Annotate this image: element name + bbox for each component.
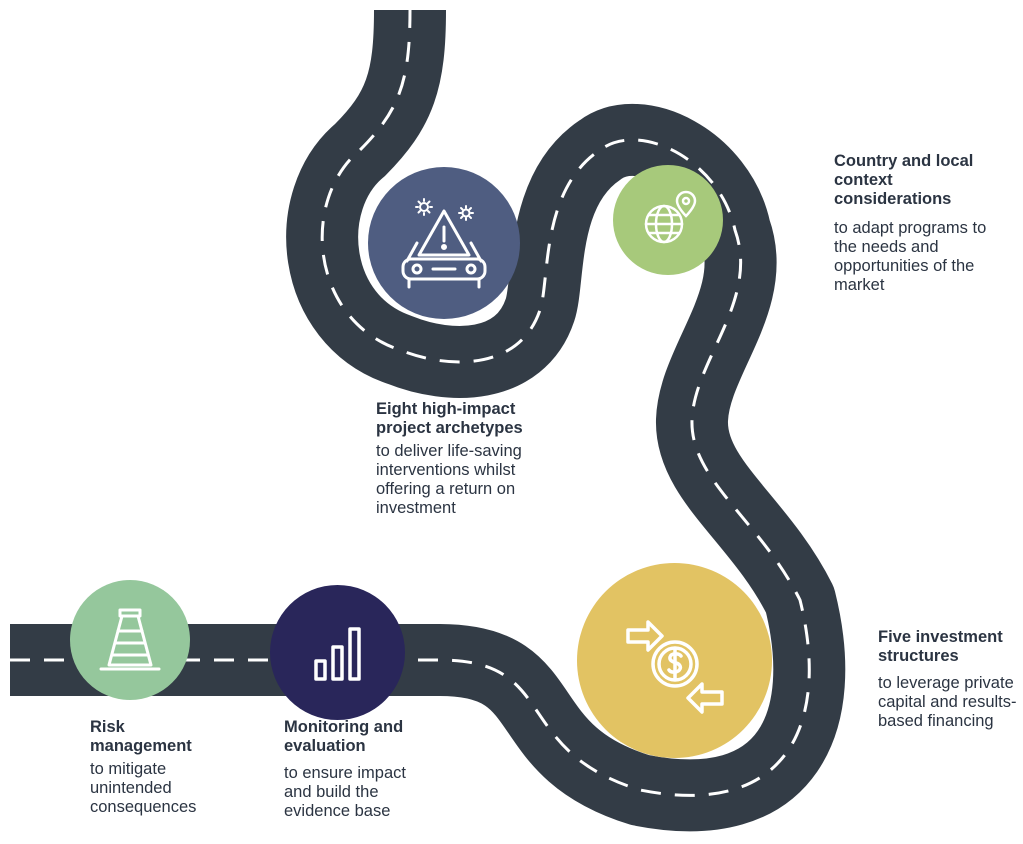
- country-label: Country and local context considerations…: [834, 152, 1004, 295]
- investment-label: Five investment structures to leverage p…: [878, 628, 1018, 731]
- risk-desc: to mitigate unintended consequences: [90, 760, 197, 816]
- globe-location-pin-icon: [636, 188, 700, 252]
- road-center-dashes: [10, 9, 811, 797]
- monitoring-title: Monitoring and evaluation: [284, 718, 404, 755]
- investment-desc: to leverage private capital and results-…: [878, 674, 1017, 730]
- monitoring-desc: to ensure impact and build the evidence …: [284, 764, 406, 820]
- risk-label: Risk management to mitigate unintended c…: [90, 718, 230, 817]
- investment-title: Five investment structures: [878, 628, 1003, 665]
- archetypes-desc: to deliver life-saving interventions whi…: [376, 442, 522, 517]
- archetypes-title: Eight high-impact project archetypes: [376, 400, 523, 437]
- monitoring-label: Monitoring and evaluation to ensure impa…: [284, 718, 434, 821]
- risk-title: Risk management: [90, 718, 192, 755]
- investment-circle: [577, 563, 772, 758]
- risk-circle: [70, 580, 190, 700]
- dollar-exchange-icon: [620, 606, 730, 716]
- archetypes-circle: [368, 167, 520, 319]
- traffic-cone-icon: [95, 605, 165, 675]
- monitoring-circle: [270, 585, 405, 720]
- country-title: Country and local context considerations: [834, 152, 974, 208]
- car-warning-icon: [389, 193, 499, 293]
- country-desc: to adapt programs to the needs and oppor…: [834, 219, 987, 294]
- archetypes-label: Eight high-impact project archetypes to …: [376, 400, 556, 518]
- country-circle: [613, 165, 723, 275]
- bar-chart-icon: [308, 623, 368, 683]
